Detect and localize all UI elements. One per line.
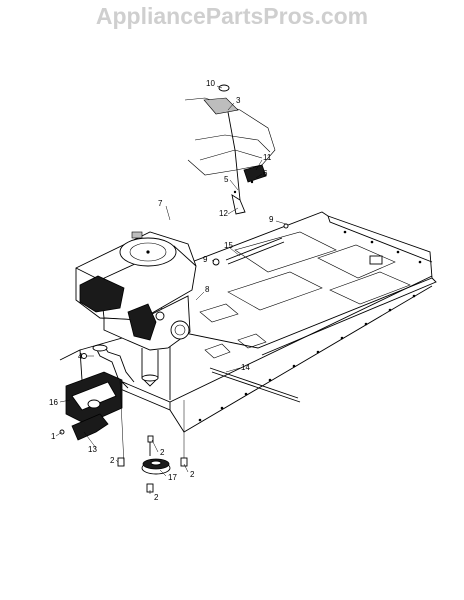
pulley-and-bolts	[117, 435, 188, 493]
callout-1: 1	[51, 432, 56, 441]
callout-10: 10	[206, 79, 215, 88]
callout-7: 7	[158, 199, 163, 208]
lever-handle	[243, 164, 267, 183]
engine-assembly	[75, 231, 197, 389]
rod-15	[225, 237, 283, 261]
callout-9-mid: 9	[203, 255, 208, 264]
callout-2-center: 2	[160, 448, 165, 457]
chassis-frame	[59, 211, 437, 433]
callout-3: 3	[236, 96, 241, 105]
knob-cap	[218, 84, 230, 92]
control-rods	[209, 223, 301, 403]
callout-13: 13	[88, 445, 97, 454]
callout-17: 17	[168, 473, 177, 482]
callout-labels: 10 3 11 6 5 12 7 9 15 9 8 4 14 16 1 13 2…	[49, 79, 274, 502]
callout-11: 11	[263, 153, 272, 162]
callout-9-top: 9	[269, 215, 274, 224]
rail-holes	[198, 230, 422, 422]
muffler	[59, 371, 123, 441]
pulley-knob	[170, 320, 190, 340]
rod-14	[209, 367, 299, 399]
callout-12: 12	[219, 209, 228, 218]
callout-2-left: 2	[110, 456, 115, 465]
callout-16: 16	[49, 398, 58, 407]
callout-2-bottom: 2	[154, 493, 159, 502]
watermark-text: AppliancePartsPros.com	[96, 3, 368, 29]
muffler-bracket	[71, 413, 109, 441]
callout-15: 15	[224, 241, 233, 250]
callout-5: 5	[224, 175, 229, 184]
callout-2-right: 2	[190, 470, 195, 479]
leader-lines	[55, 85, 287, 494]
dash-panel-linkage	[184, 84, 276, 215]
callout-6: 6	[263, 169, 268, 178]
callout-4: 4	[78, 352, 83, 361]
callout-14: 14	[241, 363, 250, 372]
callout-8: 8	[205, 285, 210, 294]
